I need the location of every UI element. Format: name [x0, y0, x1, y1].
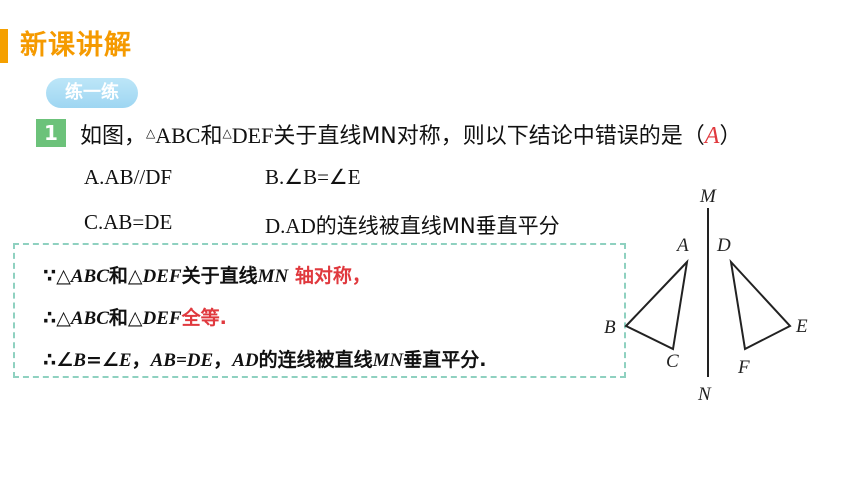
label-e: E: [795, 316, 808, 337]
solution-line-2: ∴△ABC和△DEF全等.: [43, 303, 227, 330]
symmetry-figure: M N A B C D E F: [604, 186, 808, 405]
highlight-congruent: 全等.: [181, 307, 227, 329]
question-prefix: 如图，: [80, 124, 147, 149]
comma: ，: [213, 349, 233, 371]
option-d-prefix: D.AD: [265, 214, 316, 238]
bisect-text: 垂直平分.: [403, 349, 487, 371]
angle-b: B: [73, 350, 86, 371]
option-a: A.AB//DF: [84, 165, 173, 189]
about-line-text: 关于直线: [181, 265, 258, 287]
section-accent-bar: [0, 29, 8, 63]
comma: ，: [131, 349, 151, 371]
highlight-symmetric: 轴对称，: [294, 265, 371, 287]
triangle-symbol: △: [222, 126, 232, 140]
question-text: 如图，△ABC和△DEF关于直线MN对称，则以下结论中错误的是（A）: [80, 116, 741, 154]
triangle-abc: ABC: [70, 266, 109, 287]
triangle-abc-shape: [624, 258, 689, 351]
segment-de: DE: [186, 350, 214, 371]
label-d: D: [716, 235, 731, 256]
line-mn: MN: [257, 266, 289, 287]
therefore-symbol: ∴∠: [43, 349, 74, 371]
and-text: 和△: [108, 307, 143, 329]
question-rest: 关于直线MN对称，则以下结论中错误的是（: [273, 124, 705, 149]
practice-tag: 练一练: [46, 78, 138, 108]
label-n: N: [697, 384, 712, 405]
section-title: 新课讲解: [20, 30, 132, 61]
triangle-abc: ABC: [155, 123, 201, 148]
triangle-symbol: △: [146, 126, 156, 140]
question-close: ）: [719, 124, 742, 149]
equals: =: [175, 350, 187, 371]
label-b: B: [604, 317, 616, 338]
connecting-line-text: 的连线被直线: [258, 349, 373, 371]
segment-ad: AD: [232, 350, 259, 371]
triangle-def: DEF: [142, 308, 182, 329]
solution-line-1: ∵△ABC和△DEF关于直线MN 轴对称，: [43, 261, 371, 288]
triangle-def-shape: [729, 258, 792, 351]
line-mn: MN: [372, 350, 404, 371]
option-d: D.AD的连线被直线MN垂直平分: [265, 210, 560, 240]
and-text: 和△: [108, 265, 143, 287]
angle-e: E: [118, 350, 132, 371]
label-f: F: [737, 357, 750, 378]
option-b: B.∠B=∠E: [265, 165, 361, 189]
because-symbol: ∵△: [43, 265, 71, 287]
label-a: A: [675, 235, 689, 256]
triangle-abc: ABC: [70, 308, 109, 329]
segment-ab: AB: [150, 350, 176, 371]
option-c: C.AB=DE: [84, 210, 173, 234]
label-c: C: [666, 351, 679, 372]
label-m: M: [699, 186, 717, 207]
answer-mark: A: [704, 123, 720, 149]
triangle-def: DEF: [142, 266, 182, 287]
question-number-badge: 1: [36, 119, 66, 147]
equals-angle: =∠: [85, 349, 119, 371]
solution-box: ∵△ABC和△DEF关于直线MN 轴对称， ∴△ABC和△DEF全等. ∴∠B=…: [13, 243, 626, 378]
triangle-def: DEF: [231, 123, 274, 148]
option-d-rest: 的连线被直线MN垂直平分: [315, 214, 560, 238]
question-and: 和: [200, 124, 223, 149]
solution-line-3: ∴∠B=∠E，AB=DE，AD的连线被直线MN垂直平分.: [43, 345, 486, 372]
therefore-symbol: ∴△: [43, 307, 71, 329]
